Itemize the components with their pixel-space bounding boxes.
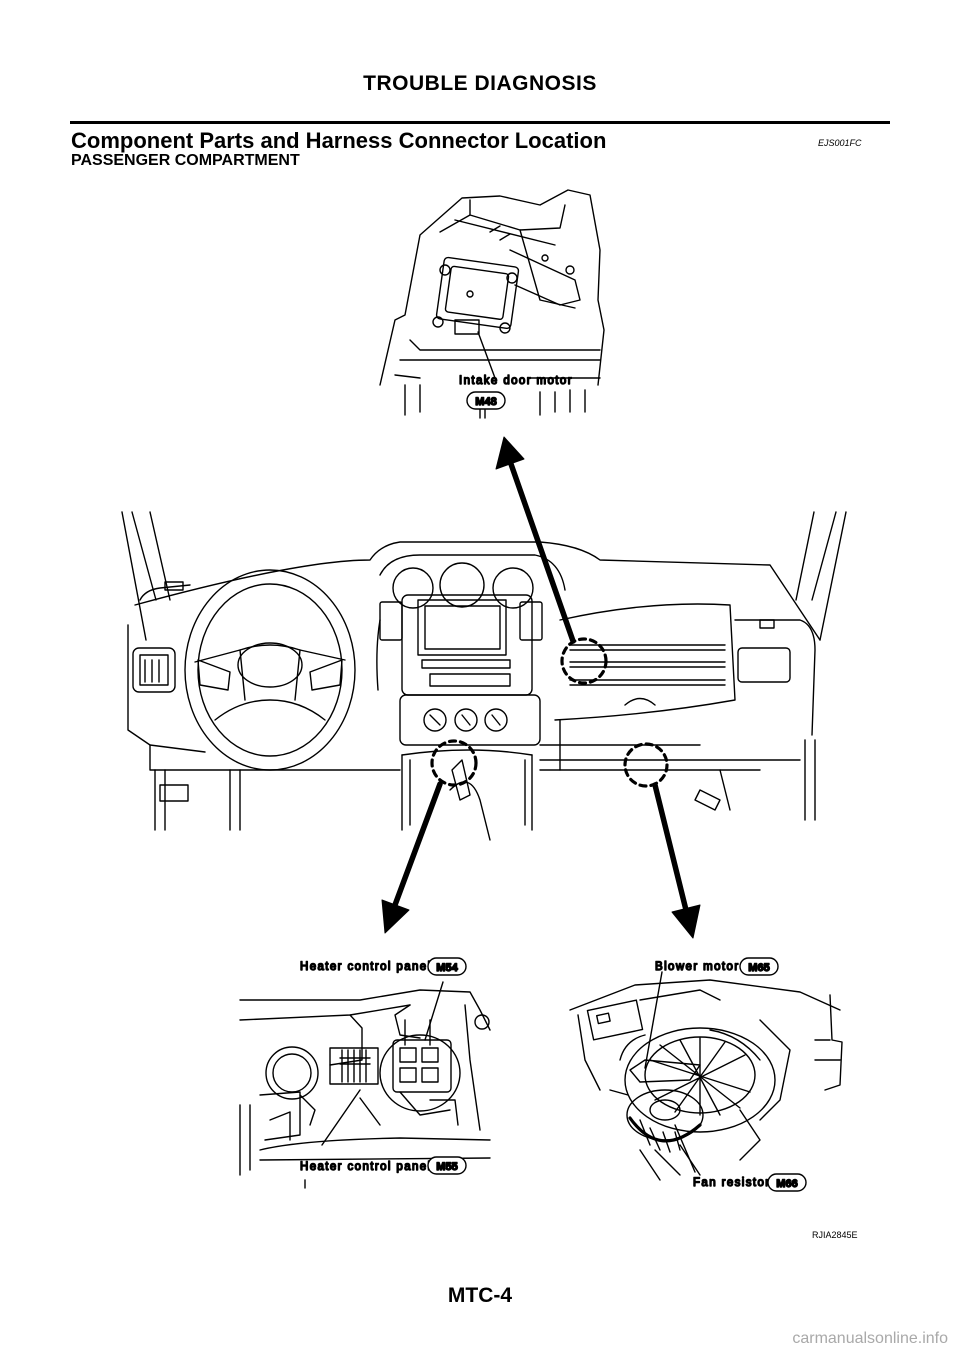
connector-m54-badge: M54 bbox=[427, 957, 467, 976]
intake-door-motor-label: Intake door motor bbox=[459, 375, 573, 387]
fan-resistor-label: Fan resistor bbox=[693, 1177, 771, 1189]
connector-m54-text: M54 bbox=[436, 962, 458, 974]
dashboard-illustration bbox=[121, 511, 847, 841]
page-header: TROUBLE DIAGNOSIS bbox=[363, 72, 597, 95]
connector-m66-text: M66 bbox=[776, 1178, 797, 1190]
section-title: Component Parts and Harness Connector Lo… bbox=[71, 128, 607, 153]
heater-control-panel-location-marker bbox=[430, 739, 478, 787]
heater-control-panel-top-label: Heater control panel bbox=[300, 961, 432, 973]
pointer-arrows bbox=[381, 436, 701, 939]
header-rule bbox=[70, 121, 890, 124]
watermark: carmanualsonline.info bbox=[792, 1330, 948, 1347]
page-number: MTC-4 bbox=[447, 1284, 513, 1307]
blower-motor-illustration bbox=[569, 971, 843, 1181]
location-markers bbox=[430, 637, 669, 788]
section-code: EJS001FC bbox=[818, 138, 862, 148]
connector-m55-badge: M55 bbox=[427, 1156, 467, 1175]
intake-door-motor-illustration bbox=[379, 189, 605, 419]
connector-m65-badge: M65 bbox=[739, 957, 779, 976]
heater-control-panel-bottom-label: Heater control panel bbox=[300, 1161, 432, 1173]
blower-motor-label: Blower motor bbox=[655, 961, 740, 973]
connector-m48-text: M48 bbox=[475, 396, 496, 408]
connector-m66-badge: M66 bbox=[767, 1173, 807, 1192]
connector-m55-text: M55 bbox=[436, 1161, 457, 1173]
blower-motor-location-marker bbox=[623, 742, 669, 788]
connector-m65-text: M65 bbox=[748, 962, 769, 974]
subsection-title: PASSENGER COMPARTMENT bbox=[71, 152, 300, 169]
connector-m48-badge: M48 bbox=[466, 391, 506, 410]
figure-code: RJIA2845E bbox=[812, 1230, 858, 1240]
intake-door-motor-location-marker bbox=[560, 637, 608, 685]
